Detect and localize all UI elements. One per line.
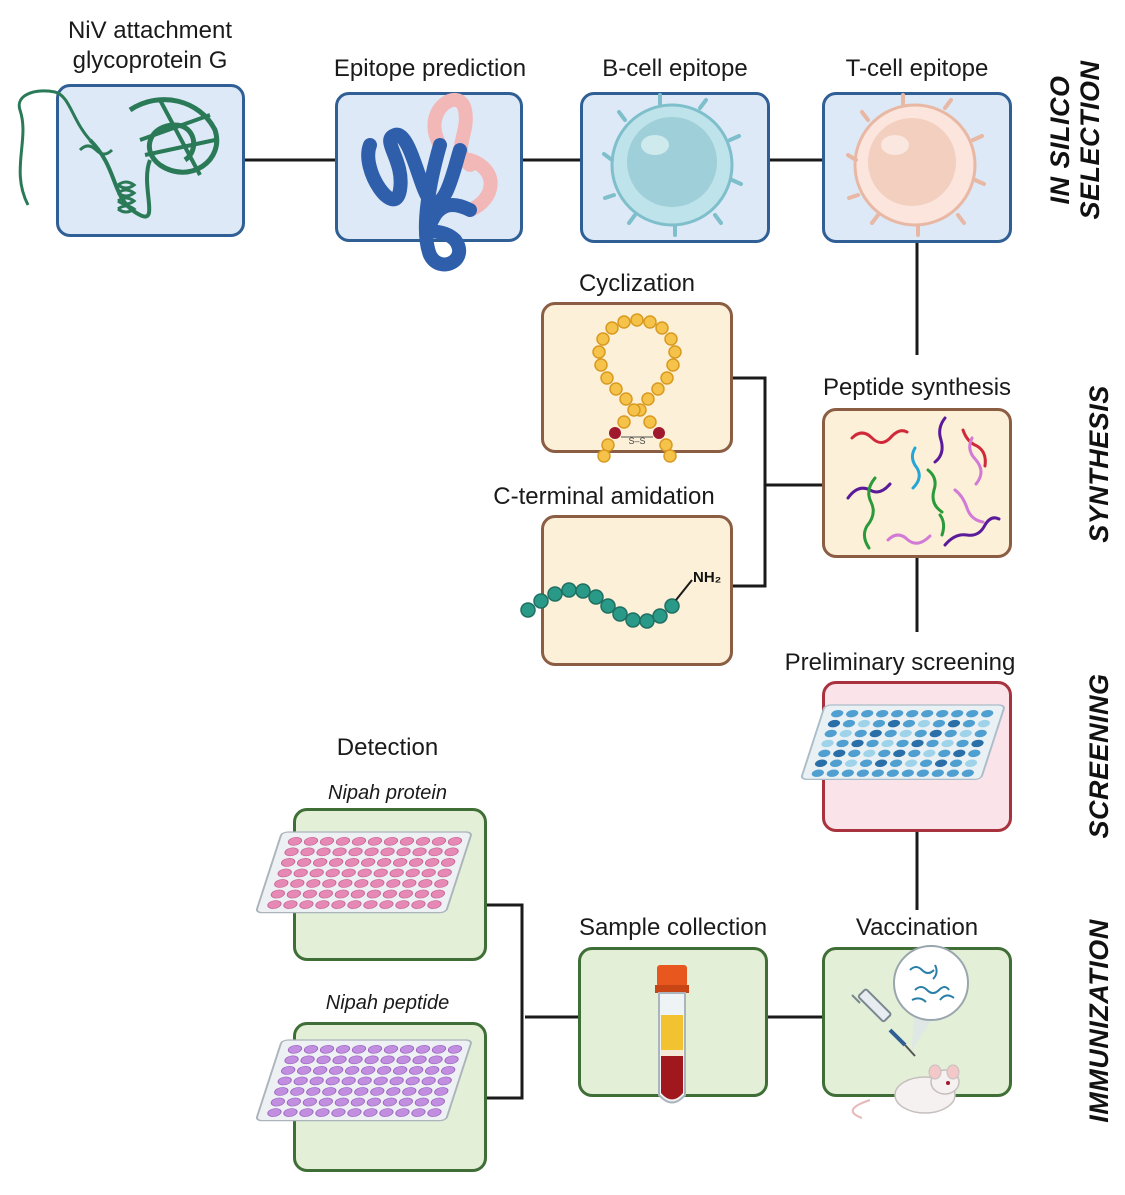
cysteine-right-icon (653, 427, 665, 439)
stage-immunization: IMMUNIZATION (1084, 919, 1114, 1123)
preliminary-screening-label: Preliminary screening (784, 649, 1016, 676)
cyclization-label: Cyclization (578, 270, 696, 297)
niv-glycoprotein-label: NiV attachment glycoprotein G (40, 16, 260, 76)
tcell-epitope-label: T-cell epitope (845, 55, 989, 82)
niv-label-line2: glycoprotein G (72, 47, 228, 74)
cyclic-peptide-icon (592, 313, 682, 463)
bcell-epitope-label: B-cell epitope (602, 55, 748, 82)
epitope-squiggle-icon (361, 92, 498, 272)
mouse-icon (851, 1064, 960, 1119)
nipah-peptide-plate-icon (255, 1039, 472, 1122)
stage-in-silico-line1: IN SILICO (1045, 75, 1075, 205)
nipah-peptide-label: Nipah peptide (325, 992, 450, 1014)
protein-structure-icon (17, 89, 220, 219)
syringe-icon (851, 988, 916, 1057)
connector-lines (245, 158, 919, 1100)
stage-in-silico-selection: IN SILICO SELECTION (1045, 40, 1105, 240)
amidation-label: C-terminal amidation (493, 483, 715, 510)
b-cell-icon (602, 93, 743, 237)
niv-label-line1: NiV attachment (67, 17, 233, 44)
nipah-protein-label: Nipah protein (328, 782, 447, 804)
cyclization-box (541, 302, 733, 453)
stage-synthesis: SYNTHESIS (1084, 385, 1114, 543)
epitope-prediction-label: Epitope prediction (333, 55, 527, 82)
nh2-label: NH₂ (693, 569, 721, 586)
peptide-bubble-icon (893, 945, 969, 1050)
sample-collection-label: Sample collection (578, 914, 768, 941)
t-cell-icon (846, 93, 986, 237)
screening-plate-icon (800, 704, 1005, 781)
cysteine-left-icon (609, 427, 621, 439)
vaccination-label: Vaccination (855, 914, 979, 941)
nipah-protein-plate-icon (255, 831, 472, 914)
stage-in-silico-line2: SELECTION (1075, 60, 1105, 220)
nh2-bond-icon (675, 579, 693, 601)
blood-tube-icon (655, 965, 689, 1104)
detection-label: Detection (336, 734, 439, 761)
amidated-peptide-icon (520, 582, 680, 629)
stage-screening: SCREENING (1084, 673, 1114, 839)
peptide-synthesis-label: Peptide synthesis (822, 374, 1012, 401)
disulfide-label: S–S (628, 436, 645, 446)
peptide-mix-icon (846, 416, 1001, 550)
